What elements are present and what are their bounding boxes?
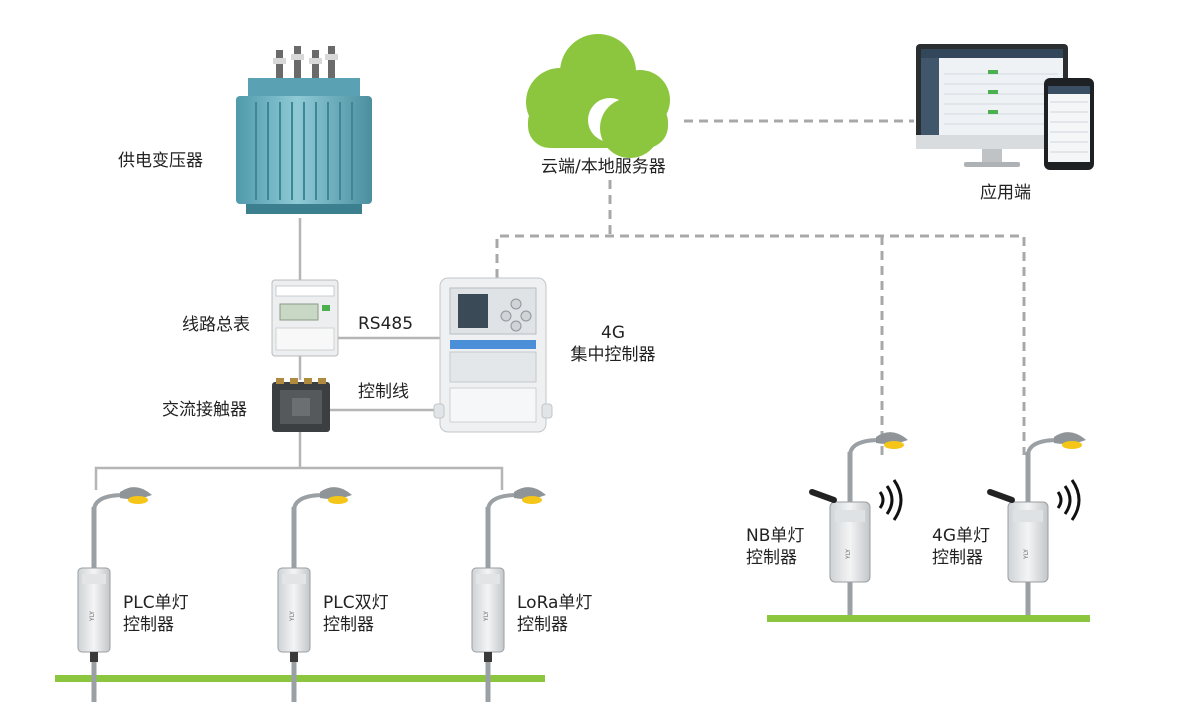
contactor-icon — [272, 378, 330, 432]
label-lora: LoRa单灯 控制器 — [517, 592, 592, 636]
label-plc-single: PLC单灯 控制器 — [123, 592, 189, 636]
label-nb: NB单灯 控制器 — [746, 525, 804, 569]
label-server: 云端/本地服务器 — [541, 157, 666, 177]
label-plc-single-line1: PLC单灯 — [123, 593, 189, 613]
label-plc-double-line2: 控制器 — [323, 615, 374, 635]
label-4g-line1: 4G单灯 — [932, 526, 990, 546]
label-4g-line2: 控制器 — [932, 548, 983, 568]
nb-box — [812, 492, 870, 582]
monitor-phone-icon — [916, 44, 1094, 170]
lora-box — [471, 567, 505, 663]
label-concentrator: 4G 集中控制器 — [563, 322, 663, 366]
label-rs485: RS485 — [358, 314, 414, 334]
label-app: 应用端 — [980, 183, 1031, 203]
wireless-signal-icon — [1056, 478, 1081, 522]
transformer-icon — [236, 46, 372, 214]
energy-meter-icon — [271, 279, 339, 357]
label-plc-single-line2: 控制器 — [123, 615, 174, 635]
label-lora-line1: LoRa单灯 — [517, 593, 593, 613]
label-lora-line2: 控制器 — [517, 615, 568, 635]
label-nb-line2: 控制器 — [746, 548, 797, 568]
solid-connections — [94, 218, 504, 490]
4g-box — [990, 492, 1048, 582]
label-meter: 线路总表 — [182, 315, 250, 335]
label-concentrator-line1: 4G — [601, 323, 625, 343]
label-plc-double-line1: PLC双灯 — [323, 593, 389, 613]
ground-left — [55, 675, 545, 682]
wireless-signal-icon — [878, 478, 903, 522]
concentrator-icon — [433, 277, 553, 433]
ground-right — [767, 615, 1090, 622]
label-contactor: 交流接触器 — [162, 400, 247, 420]
label-transformer: 供电变压器 — [118, 151, 203, 171]
label-4g: 4G单灯 控制器 — [932, 525, 990, 569]
label-control-line: 控制线 — [358, 382, 409, 402]
label-plc-double: PLC双灯 控制器 — [323, 592, 389, 636]
dashed-connections — [495, 119, 1026, 455]
plc-single-box — [77, 567, 111, 663]
cloud-icon — [526, 34, 670, 158]
label-concentrator-line2: 集中控制器 — [570, 345, 656, 365]
plc-double-box — [277, 567, 311, 663]
label-nb-line1: NB单灯 — [746, 526, 805, 546]
